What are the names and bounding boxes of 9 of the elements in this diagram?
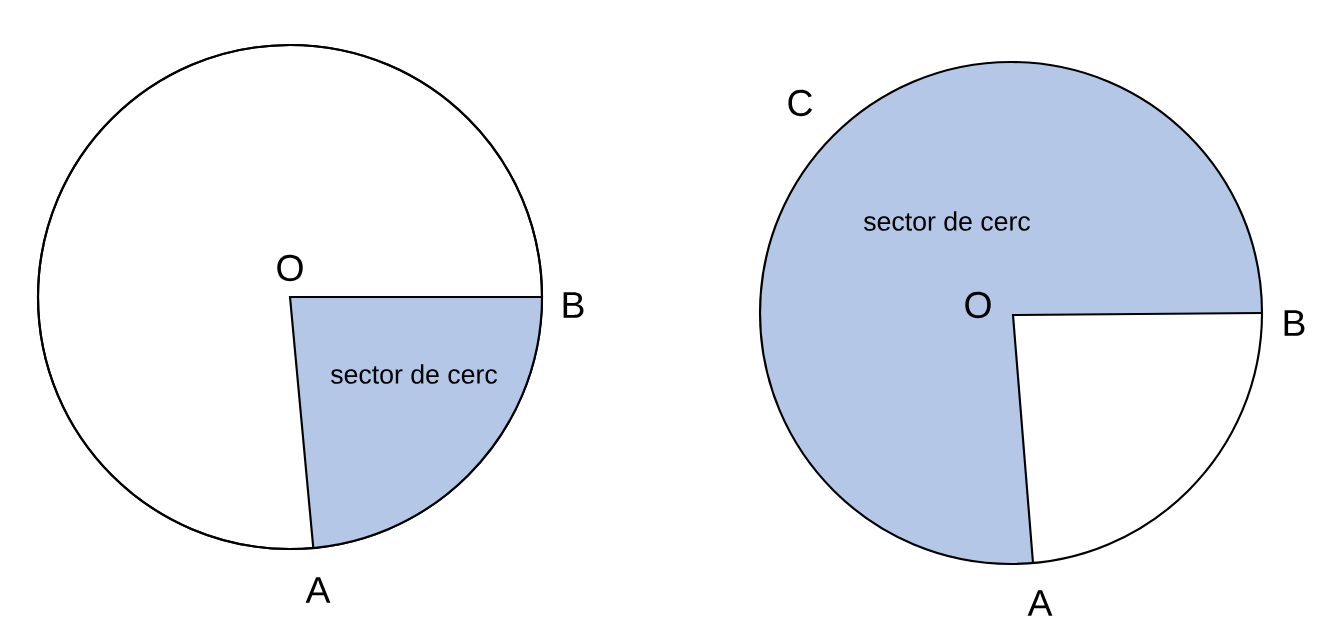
point-label: O	[965, 291, 991, 319]
point-label: B	[563, 292, 584, 318]
point-label: O	[277, 254, 303, 282]
point-label: A	[305, 577, 331, 603]
point-label: B	[1284, 310, 1305, 336]
sector-label: sector de cerc	[864, 211, 1030, 231]
point-label: C	[788, 89, 813, 117]
point-label: A	[1027, 590, 1053, 616]
sector-label: sector de cerc	[331, 364, 497, 384]
